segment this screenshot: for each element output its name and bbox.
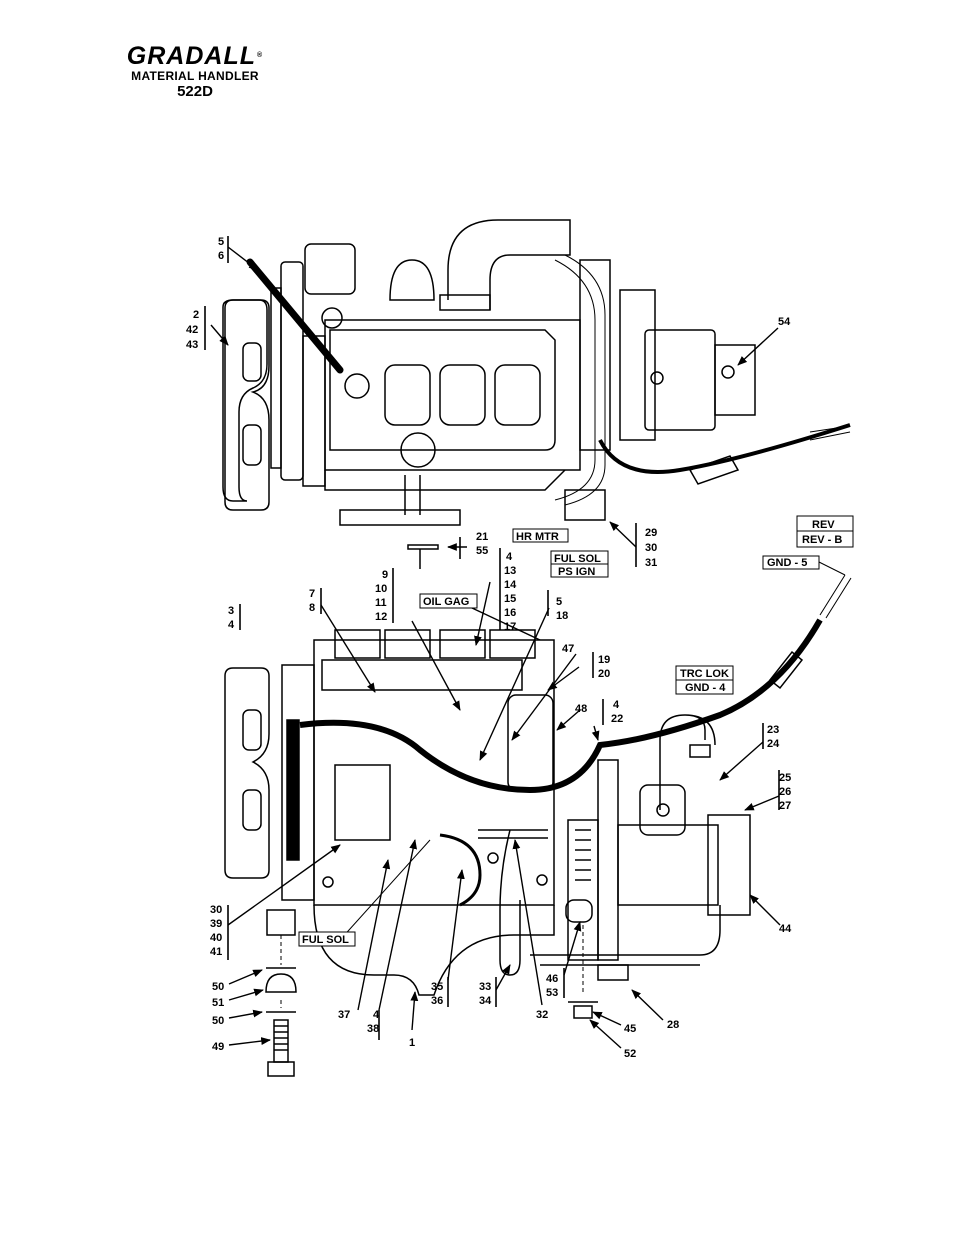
callout-18: 18 xyxy=(556,610,568,622)
callout-4-bottom: 4 xyxy=(373,1009,380,1021)
callout-2: 2 xyxy=(193,309,199,321)
callout-8: 8 xyxy=(309,602,315,614)
callout-19: 19 xyxy=(598,654,610,666)
callout-4-top: 4 xyxy=(506,551,513,563)
callout-21: 21 xyxy=(476,531,488,543)
callout-34: 34 xyxy=(479,995,492,1007)
callout-27: 27 xyxy=(779,800,791,812)
callout-37: 37 xyxy=(338,1009,350,1021)
callout-30: 30 xyxy=(645,542,657,554)
top-engine-view xyxy=(222,219,851,569)
callout-bars xyxy=(204,236,780,1040)
callout-25: 25 xyxy=(779,772,791,784)
label-gnd-5: GND - 5 xyxy=(767,557,807,569)
callout-46: 46 xyxy=(546,973,558,985)
callout-12: 12 xyxy=(375,611,387,623)
callout-51: 51 xyxy=(212,997,224,1009)
callout-1: 1 xyxy=(409,1037,415,1049)
callout-50-lower: 50 xyxy=(212,1015,224,1027)
callout-17: 17 xyxy=(504,621,516,633)
callout-numbers: 5 6 2 42 43 54 21 55 29 30 31 9 10 11 12… xyxy=(186,236,792,1060)
gradall-logo: GRADALL® xyxy=(110,42,280,70)
callout-33: 33 xyxy=(479,981,491,993)
callout-38: 38 xyxy=(367,1023,379,1035)
label-ful-sol-bottom: FUL SOL xyxy=(302,934,349,946)
callout-45: 45 xyxy=(624,1023,636,1035)
callout-5: 5 xyxy=(218,236,224,248)
callout-24: 24 xyxy=(767,738,780,750)
callout-44: 44 xyxy=(779,923,792,935)
callout-43: 43 xyxy=(186,339,198,351)
callout-10: 10 xyxy=(375,583,387,595)
label-rev-b: REV - B xyxy=(802,534,842,546)
callout-23: 23 xyxy=(767,724,779,736)
callout-4-right: 4 xyxy=(613,699,620,711)
brand-name: GRADALL xyxy=(126,42,257,70)
callout-40: 40 xyxy=(210,932,222,944)
callout-20: 20 xyxy=(598,668,610,680)
callout-39: 39 xyxy=(210,918,222,930)
callout-15: 15 xyxy=(504,593,516,605)
callout-28: 28 xyxy=(667,1019,679,1031)
callout-11: 11 xyxy=(375,597,387,609)
label-hr-mtr: HR MTR xyxy=(516,531,559,543)
label-ps-ign: PS IGN xyxy=(558,566,595,578)
callout-4-left: 4 xyxy=(228,619,235,631)
callout-47: 47 xyxy=(562,643,574,655)
callout-3: 3 xyxy=(228,605,234,617)
label-rev: REV xyxy=(812,519,835,531)
callout-41: 41 xyxy=(210,946,222,958)
wire-labels: HR MTR FUL SOL PS IGN OIL GAG REV REV - … xyxy=(298,515,854,947)
callout-52: 52 xyxy=(624,1048,636,1060)
callout-42: 42 xyxy=(186,324,198,336)
callout-7: 7 xyxy=(309,588,315,600)
callout-35: 35 xyxy=(431,981,443,993)
callout-49: 49 xyxy=(212,1041,224,1053)
callout-54: 54 xyxy=(778,316,791,328)
document-header: GRADALL® MATERIAL HANDLER 522D xyxy=(110,42,280,100)
callout-32: 32 xyxy=(536,1009,548,1021)
side-engine-view xyxy=(224,574,852,1077)
callout-13: 13 xyxy=(504,565,516,577)
callout-53: 53 xyxy=(546,987,558,999)
callout-9: 9 xyxy=(382,569,388,581)
callout-6: 6 xyxy=(218,250,224,262)
callout-16: 16 xyxy=(504,607,516,619)
callout-14: 14 xyxy=(504,579,517,591)
label-trc-lok: TRC LOK xyxy=(680,668,729,680)
callout-55: 55 xyxy=(476,545,488,557)
callout-22: 22 xyxy=(611,713,623,725)
callout-29: 29 xyxy=(645,527,657,539)
callout-36: 36 xyxy=(431,995,443,1007)
model-number: 522D xyxy=(177,83,213,100)
callout-30-bottom: 30 xyxy=(210,904,222,916)
callout-5-mid: 5 xyxy=(556,596,562,608)
label-ful-sol: FUL SOL xyxy=(554,553,601,565)
leader-lines xyxy=(210,246,781,1049)
label-oil-gag: OIL GAG xyxy=(423,596,469,608)
callout-48: 48 xyxy=(575,703,587,715)
callout-50-upper: 50 xyxy=(212,981,224,993)
callout-26: 26 xyxy=(779,786,791,798)
label-gnd-4: GND - 4 xyxy=(685,682,726,694)
registered-mark: ® xyxy=(257,52,264,59)
callout-31: 31 xyxy=(645,557,657,569)
header-subtitle: MATERIAL HANDLER xyxy=(131,69,259,83)
